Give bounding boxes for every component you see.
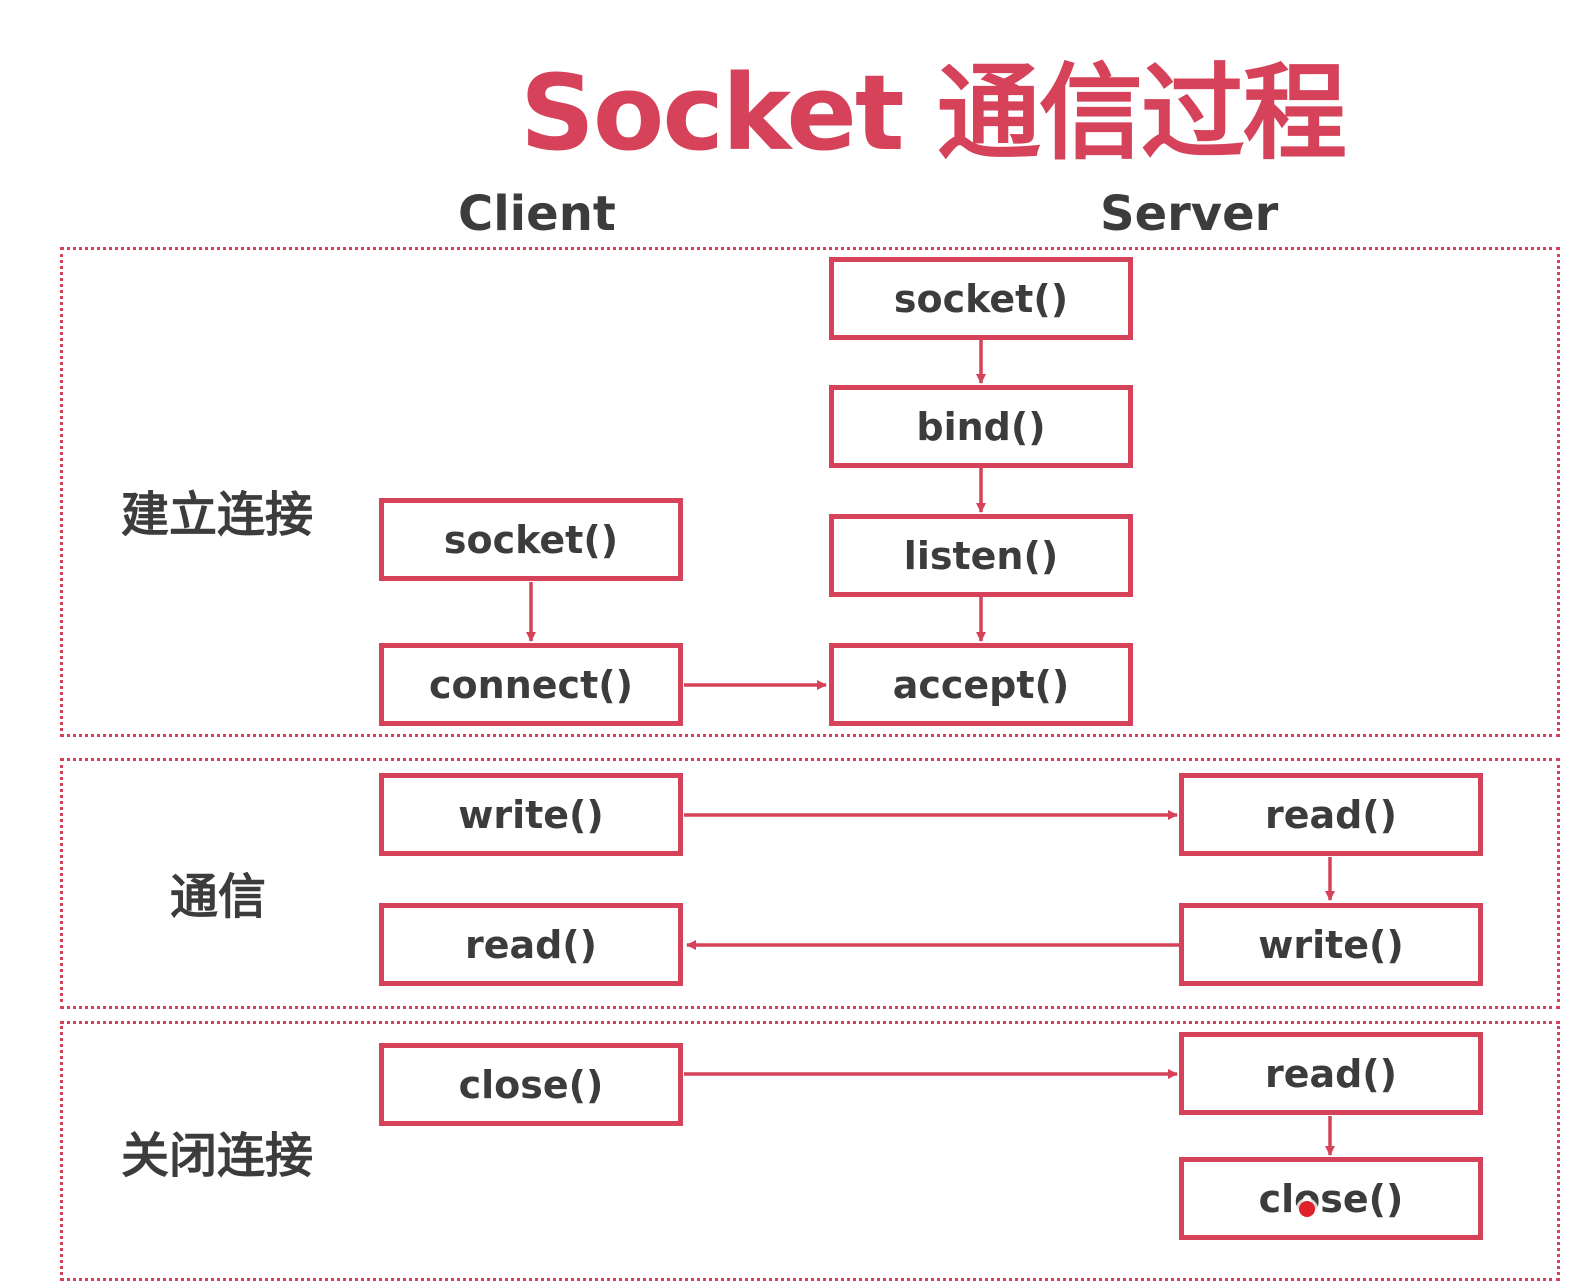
client-read-box: read() (379, 903, 683, 986)
page-title: Socket 通信过程 (520, 52, 1347, 174)
server-accept-box: accept() (829, 643, 1133, 726)
section-establish-connection (60, 247, 1560, 737)
client-write-box: write() (379, 773, 683, 856)
server-read-close-box: read() (1179, 1032, 1483, 1115)
server-read-box: read() (1179, 773, 1483, 856)
server-column-header: Server (1100, 186, 1279, 242)
server-close-box: close() (1179, 1157, 1483, 1240)
server-listen-box: listen() (829, 514, 1133, 597)
client-close-box: close() (379, 1043, 683, 1126)
client-column-header: Client (458, 186, 616, 242)
server-bind-box: bind() (829, 385, 1133, 468)
client-socket-box: socket() (379, 498, 683, 581)
flow-arrows (526, 340, 1335, 1156)
cursor-indicator (1299, 1201, 1315, 1217)
section-label-establish: 建立连接 (121, 487, 314, 543)
server-write-box: write() (1179, 903, 1483, 986)
server-socket-box: socket() (829, 257, 1133, 340)
section-communication (60, 758, 1560, 1009)
section-label-communicate: 通信 (170, 869, 267, 925)
client-connect-box: connect() (379, 643, 683, 726)
section-label-close: 关闭连接 (121, 1128, 314, 1184)
